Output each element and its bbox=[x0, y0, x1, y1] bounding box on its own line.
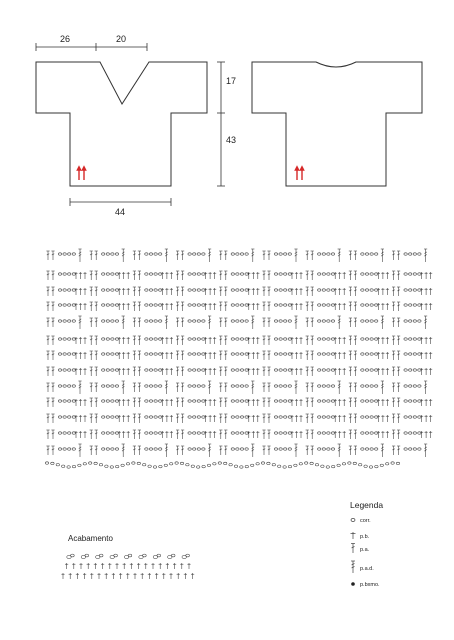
single-crochet-symbol-icon bbox=[350, 532, 356, 539]
treble-crochet-symbol-icon bbox=[351, 560, 355, 573]
work-direction-arrow-icon bbox=[294, 165, 305, 180]
legend-label-pbxmo: p.bxmo. bbox=[360, 582, 380, 588]
work-direction-arrow-icon bbox=[76, 165, 87, 180]
legend-label-corr: corr. bbox=[360, 518, 371, 524]
stitch-chart bbox=[45, 248, 433, 469]
finishing-title: Acabamento bbox=[68, 534, 113, 543]
dim-sleeve: 17 bbox=[226, 76, 236, 86]
legend-label-pb: p.b. bbox=[360, 534, 370, 540]
finishing-chart bbox=[61, 553, 195, 579]
front-schematic: 26 20 17 43 44 bbox=[35, 34, 236, 217]
legend-title: Legenda bbox=[350, 500, 383, 510]
legend: Legenda corr. p.b. p.a. p.a.d. p.bxmo. bbox=[350, 500, 383, 588]
dim-body: 43 bbox=[226, 135, 236, 145]
dim-neck-half: 20 bbox=[116, 34, 126, 44]
legend-label-pad: p.a.d. bbox=[360, 566, 374, 572]
slip-stitch-symbol-icon bbox=[351, 582, 355, 586]
dim-front-shoulder: 26 bbox=[60, 34, 70, 44]
dim-width: 44 bbox=[115, 207, 125, 217]
legend-label-pa: p.a. bbox=[360, 547, 370, 553]
back-schematic bbox=[251, 61, 423, 187]
chain-symbol-icon bbox=[350, 518, 356, 522]
double-crochet-symbol-icon bbox=[351, 543, 355, 553]
